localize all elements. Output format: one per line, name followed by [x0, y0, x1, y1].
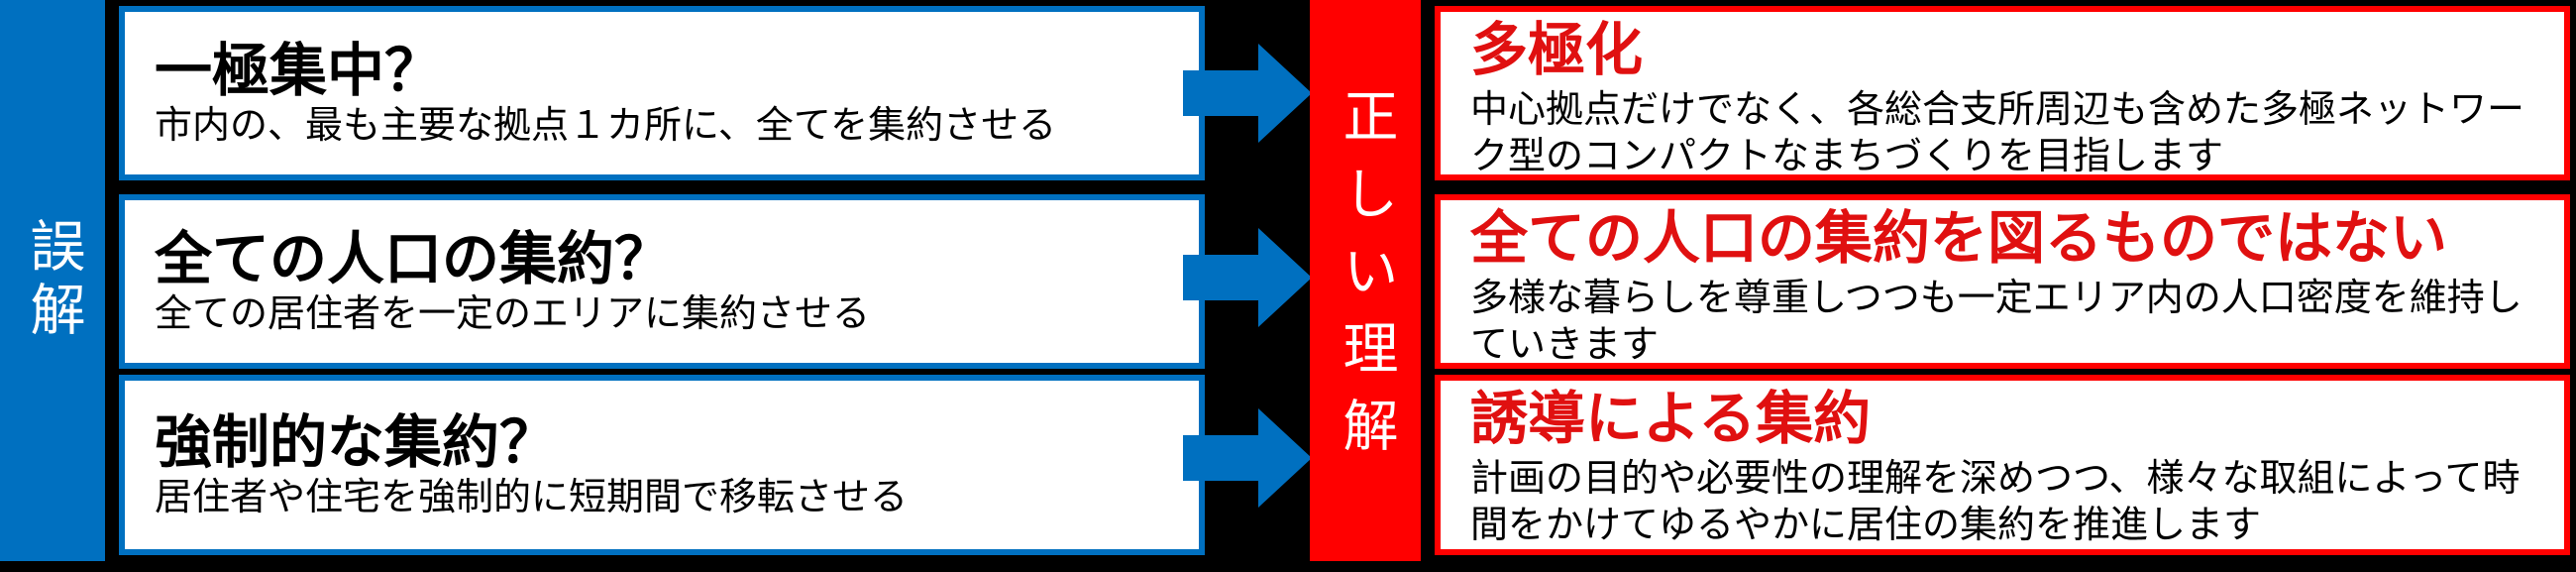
correct-title: 誘導による集約 — [1470, 385, 1872, 452]
correct-understanding-label-bar: 正しい理解 — [1310, 0, 1421, 561]
right-arrow-icon — [1183, 408, 1312, 508]
misconception-box-3: 強制的な集約？ 居住者や住宅を強制的に短期間で移転させる — [119, 375, 1205, 555]
misconception-title: 一極集中？ — [155, 36, 443, 104]
correct-body: 中心拠点だけでなく、各総合支所周辺も含めた多極ネットワーク型のコンパクトなまちづ… — [1470, 86, 2525, 178]
misconception-subtitle: 居住者や住宅を強制的に短期間で移転させる — [155, 474, 909, 518]
misconception-label-bar: 誤解 — [0, 0, 105, 561]
misconception-subtitle: 市内の、最も主要な拠点１カ所に、全てを集約させる — [155, 102, 1057, 147]
misconception-box-1: 一極集中？ 市内の、最も主要な拠点１カ所に、全てを集約させる — [119, 6, 1205, 180]
right-arrow-icon — [1183, 228, 1312, 327]
correct-box-1: 多極化 中心拠点だけでなく、各総合支所周辺も含めた多極ネットワーク型のコンパクト… — [1435, 6, 2570, 180]
misconception-subtitle: 全ての居住者を一定のエリアに集約させる — [155, 290, 871, 335]
correct-body: 計画の目的や必要性の理解を深めつつ、様々な取組によって時間をかけてゆるやかに居住… — [1470, 455, 2521, 547]
misconception-title: 強制的な集約？ — [155, 407, 558, 476]
correct-understanding-label: 正しい理解 — [1334, 87, 1398, 474]
misconception-label: 誤解 — [21, 217, 85, 344]
correct-title: 多極化 — [1470, 16, 1644, 83]
correct-box-2: 全ての人口の集約を図るものではない 多様な暮らしを尊重しつつも一定エリア内の人口… — [1435, 194, 2570, 369]
right-arrow-icon — [1183, 44, 1312, 143]
correct-title: 全ての人口の集約を図るものではない — [1470, 204, 2448, 272]
misconception-title: 全ての人口の集約？ — [155, 224, 673, 292]
correct-box-3: 誘導による集約 計画の目的や必要性の理解を深めつつ、様々な取組によって時間をかけ… — [1435, 375, 2570, 555]
correct-body: 多様な暮らしを尊重しつつも一定エリア内の人口密度を維持していきます — [1470, 275, 2522, 367]
misconception-box-2: 全ての人口の集約？ 全ての居住者を一定のエリアに集約させる — [119, 194, 1205, 369]
